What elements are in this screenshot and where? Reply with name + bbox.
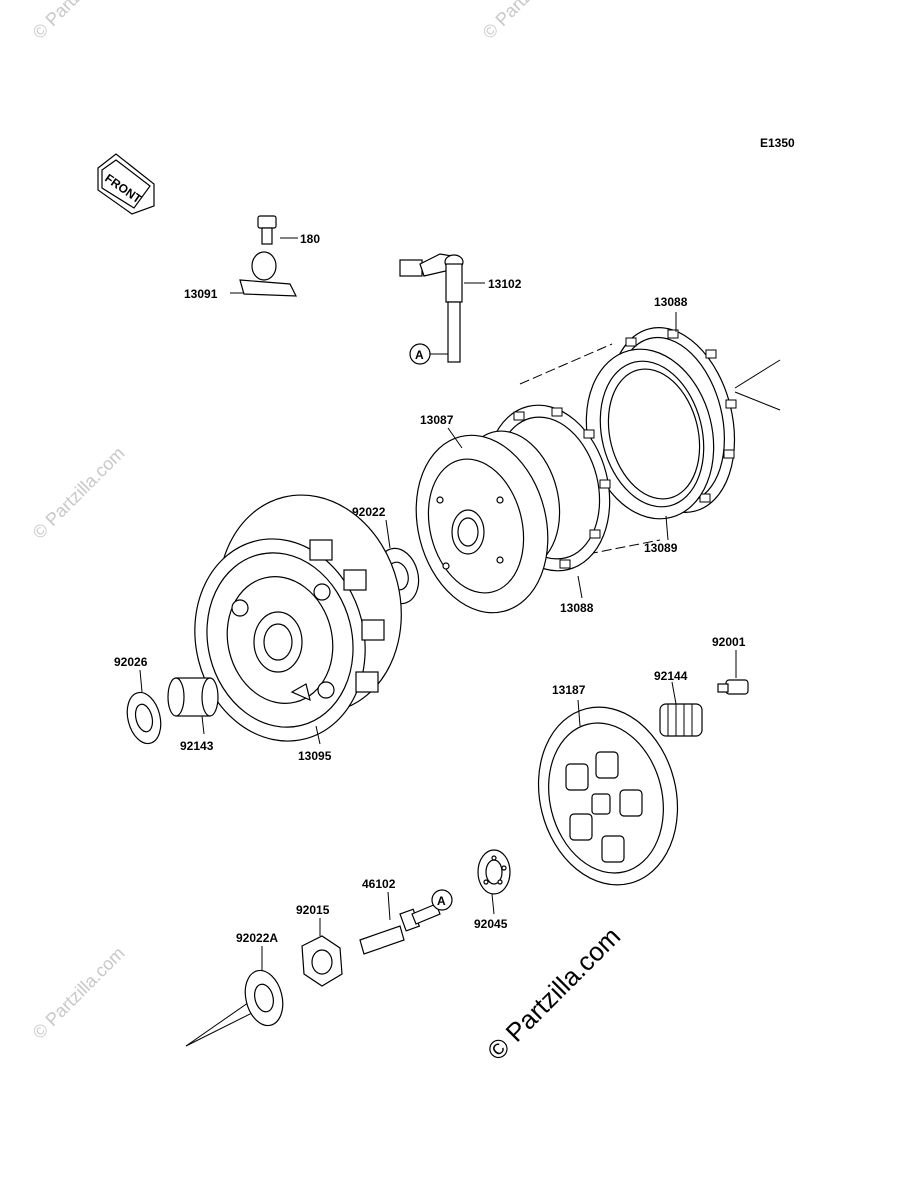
bearing-92045	[477, 849, 511, 915]
label-46102: 46102	[362, 877, 396, 891]
washer-92026	[126, 669, 162, 745]
ref-a-circle-bottom: A	[431, 889, 453, 911]
bracket-13091	[230, 251, 297, 297]
watermark-mid-left: © Partzilla.com	[29, 443, 129, 543]
watermark-bottom-left: © Partzilla.com	[29, 943, 129, 1043]
label-92143: 92143	[180, 739, 214, 753]
label-92022: 92022	[352, 505, 386, 519]
label-13187: 13187	[552, 683, 586, 697]
pressure-plate-13187	[537, 699, 679, 886]
clutch-housing-13095	[194, 494, 402, 745]
label-180: 180	[300, 232, 320, 246]
label-13089: 13089	[644, 541, 678, 555]
diagram-code: E1350	[760, 136, 795, 150]
label-13102: 13102	[488, 277, 522, 291]
label-13087: 13087	[420, 413, 454, 427]
label-13088-bottom: 13088	[560, 601, 594, 615]
label-92045: 92045	[474, 917, 508, 931]
bolt-92001	[717, 650, 749, 695]
watermark-top-center: © Partzilla.com	[479, 0, 579, 43]
bushing-92143	[167, 677, 219, 735]
washer-92022A	[244, 946, 284, 1027]
label-92022A: 92022A	[236, 931, 278, 945]
steel-plate-13089	[585, 348, 715, 541]
shaft-13102	[399, 253, 485, 363]
svg-text:A: A	[437, 894, 446, 908]
nut-92015	[301, 918, 343, 987]
label-92026: 92026	[114, 655, 148, 669]
label-92015: 92015	[296, 903, 330, 917]
clutch-hub-13087	[415, 427, 561, 614]
watermark-main: © Partzilla.com	[481, 921, 626, 1066]
bolt-180	[257, 215, 298, 245]
label-13091: 13091	[184, 287, 218, 301]
watermark-top-left: © Partzilla.com	[29, 0, 129, 43]
svg-text:A: A	[415, 348, 424, 362]
label-92001: 92001	[712, 635, 746, 649]
push-rod-46102	[359, 891, 441, 955]
front-arrow-icon: FRONT	[97, 153, 155, 215]
spring-92144	[659, 681, 703, 737]
label-13095: 13095	[298, 749, 332, 763]
label-13088-top: 13088	[654, 295, 688, 309]
ref-a-circle-top: A	[409, 343, 431, 365]
label-92144: 92144	[654, 669, 688, 683]
assembly-guide-lines	[185, 343, 781, 1047]
